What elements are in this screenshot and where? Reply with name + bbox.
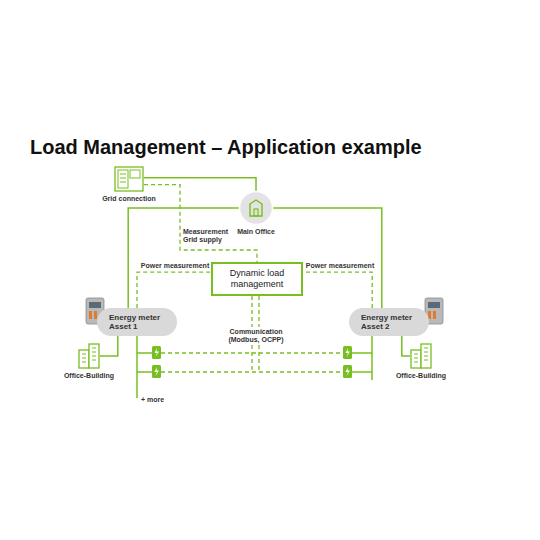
node-text: Energy meter Asset 2	[361, 313, 419, 331]
grid-connection-icon: Grid connection	[114, 166, 144, 192]
main-office-circle: Main Office	[239, 191, 273, 225]
node-caption: Office-Building	[396, 372, 446, 380]
process-box: Dynamic load management	[211, 262, 303, 296]
charger-wire	[352, 336, 372, 380]
node-caption: Main Office	[237, 228, 275, 236]
note-label: + more	[141, 396, 181, 404]
charger-wire	[137, 336, 152, 398]
dashed-connector	[137, 272, 211, 308]
meter-pill: Energy meter Asset 1	[97, 308, 177, 336]
building-icon-shape	[78, 343, 100, 369]
edge-label: Power measurement	[140, 262, 210, 270]
node-caption: Office-Building	[64, 372, 114, 380]
edge-label: Power measurement	[305, 262, 375, 270]
meter-pill: Energy meter Asset 2	[349, 308, 429, 336]
communication-label: Communication (Modbus, OCPP)	[220, 327, 292, 345]
solid-connector	[100, 336, 118, 356]
dashed-connector	[144, 185, 257, 262]
node-caption: Grid connection	[102, 195, 156, 203]
charger-icon	[152, 365, 161, 378]
charger-icon	[343, 346, 352, 359]
node-text: Energy meter Asset 1	[109, 313, 167, 331]
charger-icon	[343, 365, 352, 378]
dashed-connector	[303, 272, 372, 308]
solid-connector	[402, 336, 410, 356]
building-icon: Office-Building	[410, 343, 432, 369]
edge-label: Measurement Grid supply	[183, 228, 231, 244]
diagram-title: Load Management – Application example	[30, 136, 422, 159]
building-icon-shape	[410, 343, 432, 369]
node-text: Dynamic load management	[221, 268, 293, 290]
charger-icon	[152, 346, 161, 359]
main-office-circle-shape	[239, 191, 273, 225]
communication-line	[161, 296, 343, 372]
grid-connection-icon-shape	[114, 166, 144, 192]
building-icon: Office-Building	[78, 343, 100, 369]
